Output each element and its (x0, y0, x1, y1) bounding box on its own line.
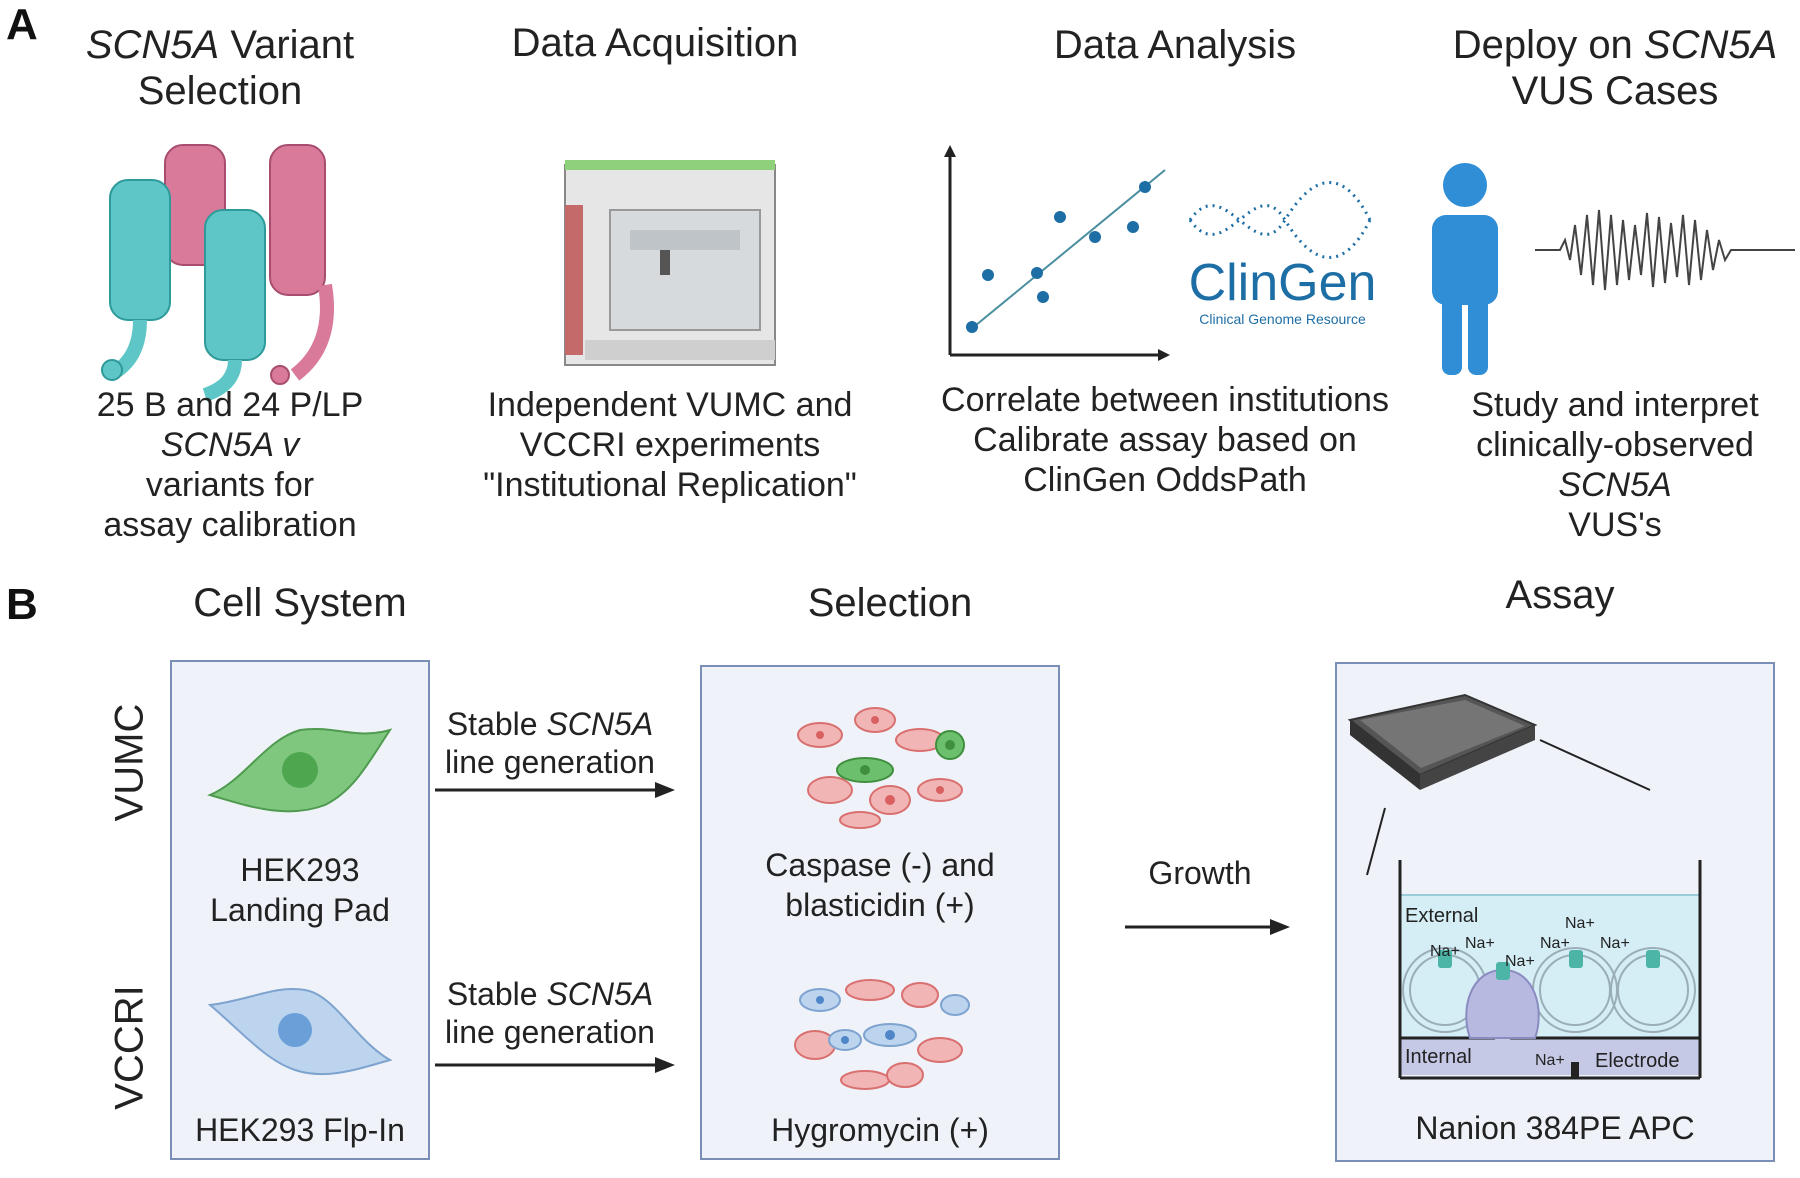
vumc-selected-cells-icon (797, 707, 965, 829)
col2-caption: Independent VUMC and VCCRI experiments "… (483, 386, 857, 504)
col2-title: Data Acquisition (511, 21, 799, 65)
header-selection: Selection (807, 581, 973, 625)
panel-b-letter: B (6, 580, 38, 629)
col1-title: SCN5A Variant Selection (85, 23, 355, 113)
vumc-arrow-label: Stable SCN5A line generation (445, 706, 655, 780)
vumc-cell-icon (207, 728, 393, 813)
lab-robot-icon (564, 160, 776, 366)
assay-device-label: Nanion 384PE APC (1415, 1110, 1695, 1146)
vccri-arrow-label: Stable SCN5A line generation (445, 976, 655, 1050)
col4-title: Deploy on SCN5A VUS Cases (1452, 23, 1778, 113)
clingen-logo: ClinGen Clinical Genome Resource (1188, 254, 1377, 327)
ion-label: Na+ (1505, 953, 1535, 970)
correlation-scatter-icon (944, 145, 1170, 361)
col3-caption: Correlate between institutions Calibrate… (941, 381, 1389, 499)
cell-system-box (170, 660, 430, 1160)
ecg-waveform-icon (1535, 209, 1795, 291)
person-icon (1432, 163, 1498, 375)
header-assay: Assay (1505, 573, 1615, 617)
ion-label: Na+ (1540, 935, 1570, 952)
vumc-arrow (435, 782, 675, 798)
vumc-cell-label: HEK293 Landing Pad (210, 852, 390, 928)
vccri-selected-cells-icon (794, 979, 970, 1090)
row-label-vumc: VUMC (107, 703, 152, 822)
vccri-arrow (435, 1057, 675, 1073)
growth-label: Growth (1148, 855, 1252, 891)
sodium-channel-icon (101, 144, 334, 402)
panel-a-letter: A (6, 0, 38, 49)
growth-arrow (1125, 919, 1290, 935)
internal-label: Internal (1405, 1046, 1472, 1068)
header-cell-system: Cell System (193, 581, 407, 625)
clingen-logo-helix (1188, 181, 1372, 259)
vccri-cell-icon (207, 988, 393, 1076)
vccri-selection-label: Hygromycin (+) (771, 1112, 989, 1148)
col3-title: Data Analysis (1053, 23, 1297, 67)
external-label: External (1405, 905, 1479, 927)
ion-label: Na+ (1565, 915, 1595, 932)
ion-label: Na+ (1535, 1052, 1565, 1069)
col4-caption: Study and interpret clinically-observed … (1471, 386, 1759, 544)
ion-label: Na+ (1430, 943, 1460, 960)
ion-label: Na+ (1465, 935, 1495, 952)
assay-illustration (1347, 693, 1702, 1080)
row-label-vccri: VCCRI (107, 985, 152, 1110)
vumc-selection-label: Caspase (-) and blasticidin (+) (765, 847, 995, 923)
vccri-cell-label: HEK293 Flp-In (195, 1112, 405, 1148)
electrode-label: Electrode (1595, 1050, 1680, 1072)
ion-label: Na+ (1600, 935, 1630, 952)
